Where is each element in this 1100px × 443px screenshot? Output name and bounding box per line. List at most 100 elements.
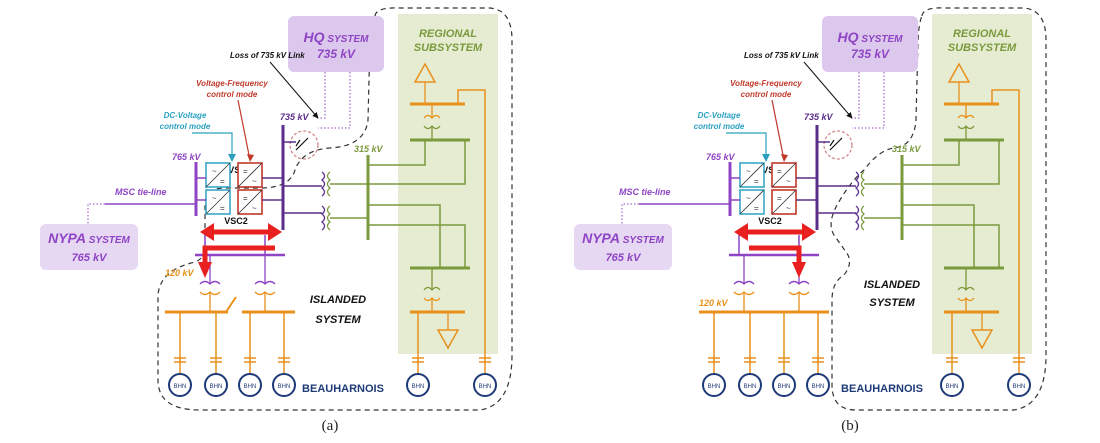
vf-control-arrow [771,99,785,161]
kv735-label: 735 kV [804,112,834,122]
loss-of-link-label: Loss of 735 kV Link [230,51,305,60]
nypa-dotted-link [87,203,105,225]
nypa-system-box [574,224,672,270]
vf-control-arrow [237,99,251,161]
svg-text:~: ~ [252,204,257,213]
svg-text:BHN: BHN [946,384,959,390]
regional-label-line1: REGIONAL [953,28,1011,40]
nypa-dotted-link [621,203,639,225]
dc-control-label-line2: control mode [694,122,745,131]
loss-of-link-label: Loss of 735 kV Link [744,51,819,60]
dc-control-label-line2: control mode [160,122,211,131]
transformer-735-315-icon [854,171,860,231]
msc-tie-line-label: MSC tie-line [115,187,167,197]
svg-text:~: ~ [786,177,791,186]
beauharnois-label: BEAUHARNOIS [841,383,923,395]
svg-text:BHN: BHN [174,384,187,390]
islanded-system-boundary [830,7,1047,411]
vf-control-label-line2: control mode [207,90,258,99]
hq-link-dotted [850,72,860,119]
load-triangle-down-icon [970,329,994,350]
hq-system-box [822,16,918,72]
nypa-voltage-label: 765 kV [72,252,109,264]
svg-text:=: = [220,204,225,213]
bhn-generators: BHN BHN BHN BHN BHN BHN [168,373,497,397]
vf-control-label-line2: control mode [741,90,792,99]
dc-control-arrow [726,132,767,158]
islanded-label-line1: ISLANDED [864,279,920,291]
hq-system-box [288,16,384,72]
loss-breaker-circle [289,130,319,160]
svg-text:BHN: BHN [812,384,825,390]
regional-label-line2: SUBSYSTEM [948,42,1017,54]
dc-control-label-line1: DC-Voltage [698,111,741,120]
dc-control-label-line1: DC-Voltage [164,111,207,120]
svg-text:=: = [777,167,782,176]
svg-text:=: = [754,204,759,213]
panel-a-caption: (a) [322,418,339,434]
kv315-label: 315 kV [892,144,922,154]
hq-system-label: HQ SYSTEM [838,29,904,45]
svg-text:~: ~ [786,204,791,213]
vsc2-label: VSC2 [224,216,248,226]
svg-text:=: = [220,177,225,186]
hq-voltage-label: 735 kV [317,47,356,61]
nypa-system-box [40,224,138,270]
svg-text:BHN: BHN [1013,384,1026,390]
svg-text:BHN: BHN [412,384,425,390]
svg-text:~: ~ [212,167,217,176]
transformer-120kv-icon [733,280,810,296]
svg-text:BHN: BHN [244,384,257,390]
bus-tie-breaker-open-icon [225,296,237,313]
load-triangle-down-icon [436,329,460,350]
svg-text:BHN: BHN [210,384,223,390]
regional-label-line2: SUBSYSTEM [414,42,483,54]
nypa-system-label: NYPA SYSTEM [48,230,130,246]
kv765-label: 765 kV [172,152,202,162]
hq-link-dotted-2 [318,72,351,129]
loss-of-link-arrow [803,61,853,119]
kv120-label: 120 kV [165,268,195,278]
generator-stubs [174,312,491,375]
hq-link-dotted-2 [852,72,885,129]
generator-stubs [708,312,1025,375]
panel-b: REGIONAL SUBSYSTEM HQ SYSTEM 735 kV Loss… [574,7,1047,434]
islanded-label-line2: SYSTEM [869,297,915,309]
beauharnois-label: BEAUHARNOIS [302,383,384,395]
svg-text:BHN: BHN [744,384,757,390]
svg-text:BHN: BHN [778,384,791,390]
transformer-735-315-icon [320,171,326,231]
kv315-label: 315 kV [354,144,384,154]
power-flow-down-arrow [202,245,275,265]
svg-text:=: = [243,194,248,203]
loss-breaker-circle [823,130,853,160]
svg-text:BHN: BHN [278,384,291,390]
svg-text:BHN: BHN [708,384,721,390]
hq-link-dotted [316,72,326,119]
islanded-system-boundary [157,7,513,411]
nypa-system-label: NYPA SYSTEM [582,230,664,246]
svg-text:~: ~ [252,177,257,186]
bhn-generators: BHN BHN BHN BHN BHN BHN [702,373,1031,397]
svg-text:=: = [754,177,759,186]
msc-tie-line-label: MSC tie-line [619,187,671,197]
svg-text:~: ~ [212,194,217,203]
kv735-label: 735 kV [280,112,310,122]
svg-text:~: ~ [746,167,751,176]
svg-text:~: ~ [746,194,751,203]
svg-text:=: = [777,194,782,203]
breaker-switch-icon [295,137,309,151]
hq-voltage-label: 735 kV [851,47,890,61]
hq-system-label: HQ SYSTEM [304,29,370,45]
breaker-switch-icon [829,137,843,151]
nypa-voltage-label: 765 kV [606,252,643,264]
kv765-label: 765 kV [706,152,736,162]
panel-a: REGIONAL SUBSYSTEM HQ SYSTEM 735 kV Loss… [40,7,513,434]
vf-control-label-line1: Voltage-Frequency [196,79,268,88]
islanded-label-line1: ISLANDED [310,294,366,306]
vsc2-label: VSC2 [758,216,782,226]
power-flow-down-arrow [749,245,802,265]
islanded-label-line2: SYSTEM [315,314,361,326]
vsc-converter-block: ~= ~= =~ =~ [739,162,797,215]
